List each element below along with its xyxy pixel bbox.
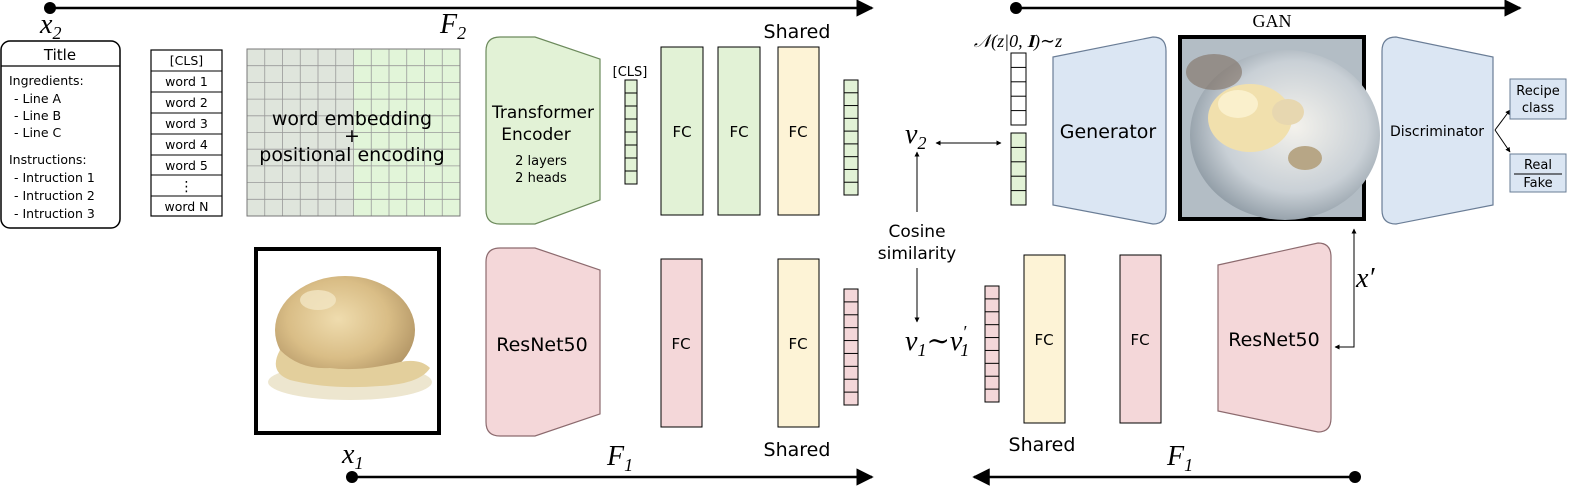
transformer-sub: 2 heads: [515, 171, 567, 186]
generator: Generator: [1052, 36, 1167, 225]
shared-label-bottom: Shared: [764, 439, 831, 461]
resnet50-right: ResNet50: [1217, 242, 1332, 433]
token-word: word 1: [165, 74, 208, 89]
svg-text:Recipe: Recipe: [1516, 84, 1559, 99]
svg-text:Real: Real: [1524, 158, 1552, 173]
real-fake-output: Real Fake: [1509, 153, 1567, 193]
f1-label-right: F1: [1166, 441, 1193, 475]
f1-label-left: F1: [606, 441, 633, 475]
ingredient-line: - Line C: [14, 125, 62, 140]
token-word: word 4: [165, 137, 208, 152]
transformer-encoder: Transformer Encoder 2 layers 2 heads: [485, 36, 601, 225]
generated-image: [1178, 35, 1380, 221]
f1-axis-left: [346, 468, 874, 486]
token-list: [CLS] word 1 word 2 word 3 word 4 word 5…: [150, 49, 223, 217]
shared-label-right: Shared: [1009, 434, 1076, 456]
transformer-title: Encoder: [501, 125, 571, 145]
svg-text:FC: FC: [788, 335, 807, 353]
xprime-label: x′: [1355, 263, 1375, 294]
fc-layer-text-2: FC: [717, 46, 761, 216]
fc-layer-shared-right: FC: [1023, 254, 1066, 424]
recipe-card: Title Ingredients: - Line A - Line B - L…: [0, 40, 121, 229]
f2-axis: [44, 0, 874, 17]
svg-text:Fake: Fake: [1523, 176, 1552, 191]
ingredients-header: Ingredients:: [9, 73, 84, 88]
fc-layer-shared-bottom: FC: [777, 258, 820, 428]
shared-label-top: Shared: [764, 21, 831, 43]
disc-to-realfake-arrow: [1494, 129, 1511, 153]
svg-text:FC: FC: [1130, 331, 1149, 349]
instruction-line: - Intruction 2: [14, 188, 95, 203]
cosine-label: similarity: [878, 244, 956, 264]
resnet50-left: ResNet50: [485, 247, 601, 437]
embedding-label: positional encoding: [259, 144, 444, 166]
conditioned-vector: [1010, 132, 1027, 206]
v2-label: v2: [905, 119, 926, 153]
cls-vector: [624, 79, 638, 185]
embedding-grid: word embedding + positional encoding: [246, 48, 461, 217]
image-embedding-vector: [843, 288, 859, 406]
svg-text:Generator: Generator: [1060, 121, 1157, 143]
token-word: word 5: [165, 158, 208, 173]
disc-to-class-arrow: [1494, 109, 1511, 131]
instructions-header: Instructions:: [9, 152, 87, 167]
x2-label: x2: [39, 9, 61, 43]
cosine-label: Cosine: [888, 222, 945, 242]
fc-layer-image-right: FC: [1119, 254, 1162, 424]
svg-text:ResNet50: ResNet50: [1228, 329, 1319, 351]
svg-text:Discriminator: Discriminator: [1390, 124, 1484, 140]
transformer-title: Transformer: [491, 103, 594, 123]
transformer-sub: 2 layers: [515, 154, 567, 169]
noise-label: 𝒩(z|0, 𝐈)∼z: [974, 31, 1062, 52]
discriminator: Discriminator: [1381, 36, 1494, 225]
token-word: word 2: [165, 95, 208, 110]
token-ellipsis: ⋮: [180, 179, 194, 195]
noise-vector: [1010, 52, 1027, 126]
text-embedding-vector: [843, 79, 859, 196]
recipe-class-output: Recipe class: [1509, 78, 1567, 120]
svg-text:FC: FC: [672, 123, 691, 141]
regenerated-embedding-vector: [984, 285, 1000, 403]
xprime-arrow: [1334, 228, 1357, 350]
token-word: word N: [164, 199, 208, 214]
ingredient-line: - Line B: [14, 108, 61, 123]
x1-label: x1: [341, 439, 363, 473]
ingredient-line: - Line A: [14, 91, 62, 106]
svg-text:ResNet50: ResNet50: [496, 334, 587, 356]
svg-text:FC: FC: [788, 123, 807, 141]
gan-axis: [1010, 0, 1522, 17]
recipe-title: Title: [43, 46, 76, 64]
fc-layer-shared-top: FC: [777, 46, 820, 216]
instruction-line: - Intruction 1: [14, 170, 95, 185]
svg-text:class: class: [1522, 101, 1554, 116]
f2-label: F2: [439, 9, 466, 43]
gan-label: GAN: [1253, 11, 1292, 31]
f1-axis-right: [972, 468, 1361, 486]
instruction-line: - Intruction 3: [14, 206, 95, 221]
fc-layer-image-1: FC: [660, 258, 703, 428]
svg-text:FC: FC: [1034, 331, 1053, 349]
embedding-plus: +: [344, 125, 360, 147]
token-word: word 3: [165, 116, 208, 131]
svg-text:FC: FC: [729, 123, 748, 141]
ice-cream-image: [254, 247, 441, 435]
fc-layer-text-1: FC: [660, 46, 704, 216]
v1-label: v1∼v′1: [905, 322, 969, 360]
cls-vector-label: [CLS]: [613, 65, 648, 80]
embedding-label: word embedding: [272, 108, 432, 130]
token-cls: [CLS]: [170, 53, 203, 68]
svg-text:FC: FC: [671, 335, 690, 353]
